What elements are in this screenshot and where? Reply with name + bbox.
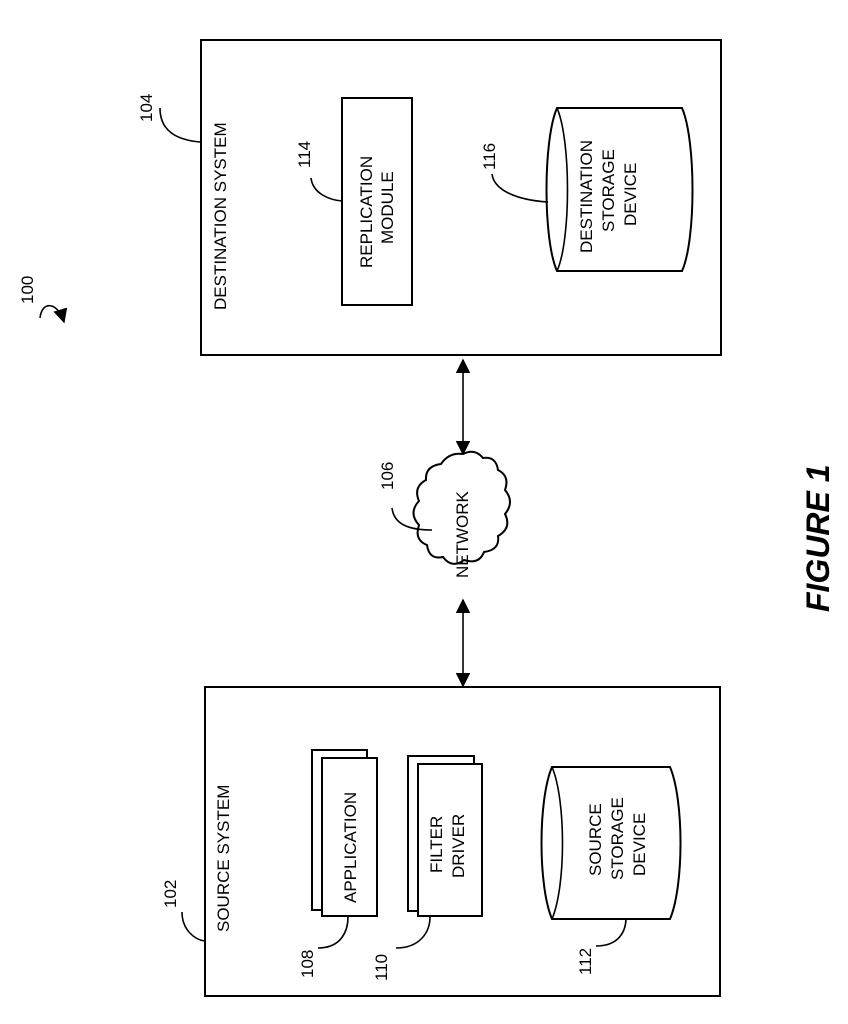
destination-storage-device: DESTINATION STORAGE DEVICE — [547, 108, 693, 271]
source-storage-label-line2: STORAGE — [608, 797, 627, 880]
source-system-ref-leader — [182, 912, 205, 941]
destination-storage-label-line3: DEVICE — [621, 163, 640, 226]
replication-module-label-line2: MODULE — [378, 171, 397, 244]
figure-ref-leader — [40, 306, 64, 322]
destination-storage-label-line2: STORAGE — [599, 149, 618, 232]
source-storage-label-line1: SOURCE — [586, 803, 605, 876]
destination-storage-cylinder — [547, 108, 693, 271]
source-storage-device: SOURCE STORAGE DEVICE — [542, 767, 681, 919]
network: NETWORK 106 — [378, 360, 510, 686]
replication-module-label-line1: REPLICATION — [357, 156, 376, 268]
figure-ref-number: 100 — [18, 276, 37, 304]
destination-system: DESTINATION SYSTEM REPLICATION MODULE DE… — [137, 40, 721, 355]
replication-module-ref-number: 114 — [295, 141, 314, 168]
application-label: APPLICATION — [341, 792, 360, 903]
source-storage-label-line3: DEVICE — [630, 813, 649, 876]
destination-storage-ref-number: 116 — [480, 143, 499, 170]
filter-driver-label-line2: DRIVER — [449, 814, 468, 878]
source-system-ref-number: 102 — [161, 880, 180, 908]
replication-module: REPLICATION MODULE — [342, 98, 412, 305]
network-ref-number: 106 — [378, 462, 397, 490]
replication-module-box — [342, 98, 412, 305]
filter-driver-ref-number: 110 — [372, 954, 391, 981]
destination-system-ref-leader — [160, 108, 200, 142]
filter-driver-label-line1: FILTER — [427, 816, 446, 873]
destination-system-label: DESTINATION SYSTEM — [211, 122, 230, 310]
source-storage-ref-number: 112 — [576, 948, 595, 975]
application: APPLICATION — [312, 750, 377, 916]
network-label: NETWORK — [453, 490, 472, 578]
source-system-label: SOURCE SYSTEM — [214, 785, 233, 932]
destination-storage-label-line1: DESTINATION — [577, 140, 596, 253]
destination-system-ref-number: 104 — [137, 94, 156, 122]
filter-driver: FILTER DRIVER — [408, 756, 482, 916]
figure-caption: FIGURE 1 — [800, 464, 836, 612]
application-ref-number: 108 — [298, 950, 317, 978]
source-system: SOURCE SYSTEM APPLICATION FILTER DRIVER … — [161, 687, 720, 996]
